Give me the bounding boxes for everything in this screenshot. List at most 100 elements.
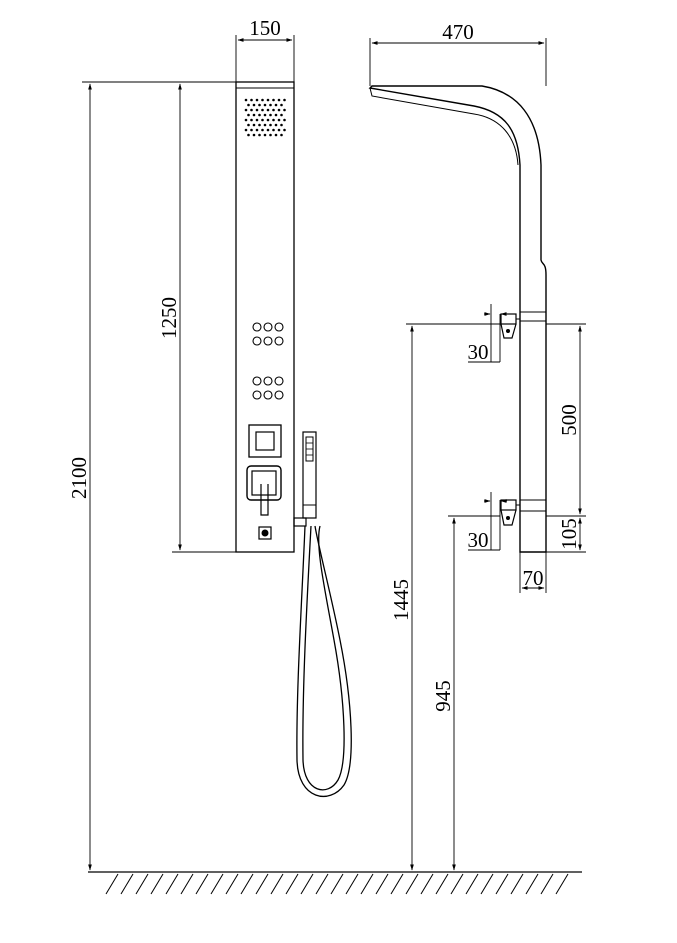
jet-nozzle	[274, 376, 284, 386]
nozzle-dot	[247, 103, 250, 107]
nozzle-dot	[255, 98, 259, 102]
shower-hose	[296, 525, 352, 798]
nozzle-dot	[283, 128, 286, 132]
nozzle-dot	[274, 113, 278, 117]
nozzle-dot	[261, 98, 264, 102]
panel-body	[235, 81, 295, 553]
nozzle-dot	[247, 113, 250, 117]
nozzle-dot	[266, 128, 270, 132]
nozzle-dot	[269, 123, 272, 127]
nozzle-dot	[269, 103, 272, 107]
rain-nozzle-grid	[244, 98, 286, 137]
nozzle-dot	[258, 133, 261, 137]
nozzle-dot	[266, 118, 270, 122]
nozzle-dot	[258, 123, 261, 127]
jet-nozzle	[252, 390, 262, 400]
jet-nozzle	[252, 376, 262, 386]
dim-jet-spacing: 500	[557, 404, 581, 436]
nozzle-dot	[244, 98, 248, 102]
jet-nozzle	[274, 336, 284, 346]
nozzle-dot	[252, 123, 256, 127]
dim-jet-offset-lower: 30	[468, 528, 489, 552]
nozzle-dot	[269, 113, 272, 117]
nozzle-dot	[263, 133, 267, 137]
nozzle-dot	[272, 108, 275, 112]
dimension-lines	[82, 35, 586, 871]
nozzle-dot	[277, 128, 281, 132]
nozzle-dot	[277, 98, 281, 102]
nozzle-dot	[274, 133, 278, 137]
nozzle-dot	[247, 133, 250, 137]
hand-shower	[293, 431, 317, 527]
nozzle-dot	[277, 108, 281, 112]
shower-arm	[368, 85, 547, 553]
dim-base-depth: 70	[523, 566, 544, 590]
dim-bottom-offset: 105	[557, 518, 581, 550]
nozzle-dot	[263, 113, 267, 117]
nozzle-dot	[247, 123, 250, 127]
nozzle-dot	[280, 103, 283, 107]
outlet-button	[258, 526, 272, 540]
nozzle-dot	[274, 123, 278, 127]
nozzle-dot	[274, 103, 278, 107]
side-view	[368, 85, 547, 553]
jet-nozzle	[252, 322, 262, 332]
floor-hatch	[88, 871, 582, 895]
nozzle-dot	[252, 133, 256, 137]
jet-nozzle	[274, 390, 284, 400]
front-view	[235, 81, 352, 798]
nozzle-dot	[283, 108, 286, 112]
dim-panel-width: 150	[249, 16, 281, 40]
nozzle-dot	[255, 118, 259, 122]
body-jets-lower	[252, 376, 284, 400]
nozzle-dot	[261, 118, 264, 122]
nozzle-dot	[258, 113, 261, 117]
nozzle-dot	[244, 128, 248, 132]
jet-nozzle	[263, 390, 273, 400]
jet-nozzle	[252, 336, 262, 346]
nozzle-dot	[252, 103, 256, 107]
diverter-knob	[248, 424, 282, 458]
nozzle-dot	[272, 128, 275, 132]
nozzle-dot	[280, 123, 283, 127]
side-jet-lower	[500, 499, 520, 526]
jet-nozzle	[274, 322, 284, 332]
nozzle-dot	[266, 108, 270, 112]
nozzle-dot	[263, 103, 267, 107]
nozzle-dot	[255, 108, 259, 112]
body-jets-upper	[252, 322, 284, 346]
dim-upper-jet-height: 1445	[389, 579, 413, 621]
nozzle-dot	[283, 118, 286, 122]
nozzle-dot	[277, 118, 281, 122]
jet-nozzle	[263, 322, 273, 332]
jet-nozzle	[263, 376, 273, 386]
mixer-lever	[246, 465, 282, 516]
side-jet-upper	[500, 313, 520, 339]
dim-lower-jet-height: 945	[431, 680, 455, 712]
dim-side-depth: 470	[442, 20, 474, 44]
nozzle-dot	[244, 118, 248, 122]
nozzle-dot	[263, 123, 267, 127]
jet-nozzle	[263, 336, 273, 346]
nozzle-dot	[283, 98, 286, 102]
nozzle-dot	[258, 103, 261, 107]
nozzle-dot	[272, 98, 275, 102]
nozzle-dot	[255, 128, 259, 132]
nozzle-dot	[250, 118, 253, 122]
nozzle-dot	[269, 133, 272, 137]
nozzle-dot	[261, 108, 264, 112]
nozzle-dot	[250, 128, 253, 132]
nozzle-dot	[250, 98, 253, 102]
nozzle-dot	[272, 118, 275, 122]
dim-jet-offset-upper: 30	[468, 340, 489, 364]
nozzle-dot	[261, 128, 264, 132]
nozzle-dot	[280, 113, 283, 117]
nozzle-dot	[250, 108, 253, 112]
nozzle-dot	[244, 108, 248, 112]
nozzle-dot	[252, 113, 256, 117]
nozzle-dot	[266, 98, 270, 102]
dim-overall-height: 2100	[67, 457, 91, 499]
nozzle-dot	[280, 133, 283, 137]
dim-panel-height: 1250	[157, 297, 181, 339]
